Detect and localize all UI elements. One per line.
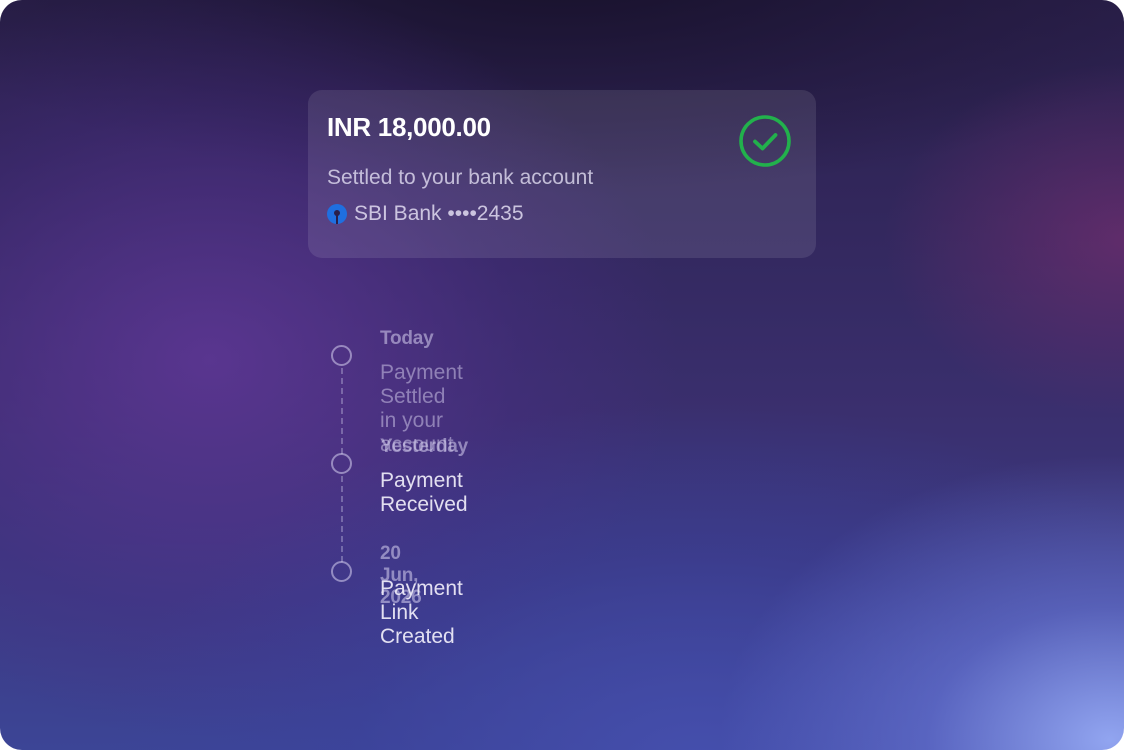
timeline-event-title: Payment Link Created (380, 577, 463, 648)
timeline-step-marker (331, 561, 352, 582)
settled-amount: INR 18,000.00 (327, 112, 491, 142)
timeline-event-title: Payment Received (380, 469, 468, 516)
timeline-date: 20 Jun, 2026 (380, 543, 422, 608)
timeline-event-title: Payment Settled in your account (380, 361, 463, 456)
bank-account-row: SBI Bank ••••2435 (327, 201, 524, 227)
timeline-connector (341, 476, 343, 562)
timeline-step-marker (331, 345, 352, 366)
timeline-date: Today (380, 328, 434, 349)
timeline-step-marker (331, 453, 352, 474)
bank-account-label: SBI Bank ••••2435 (354, 202, 524, 225)
settlement-status-text: Settled to your bank account (327, 166, 594, 189)
timeline-date: Yesterday (380, 436, 468, 457)
check-circle-icon (739, 115, 791, 167)
settlement-card: INR 18,000.00 Settled to your bank accou… (308, 90, 816, 258)
timeline-connector (341, 368, 343, 454)
sbi-bank-logo-icon (327, 204, 347, 224)
